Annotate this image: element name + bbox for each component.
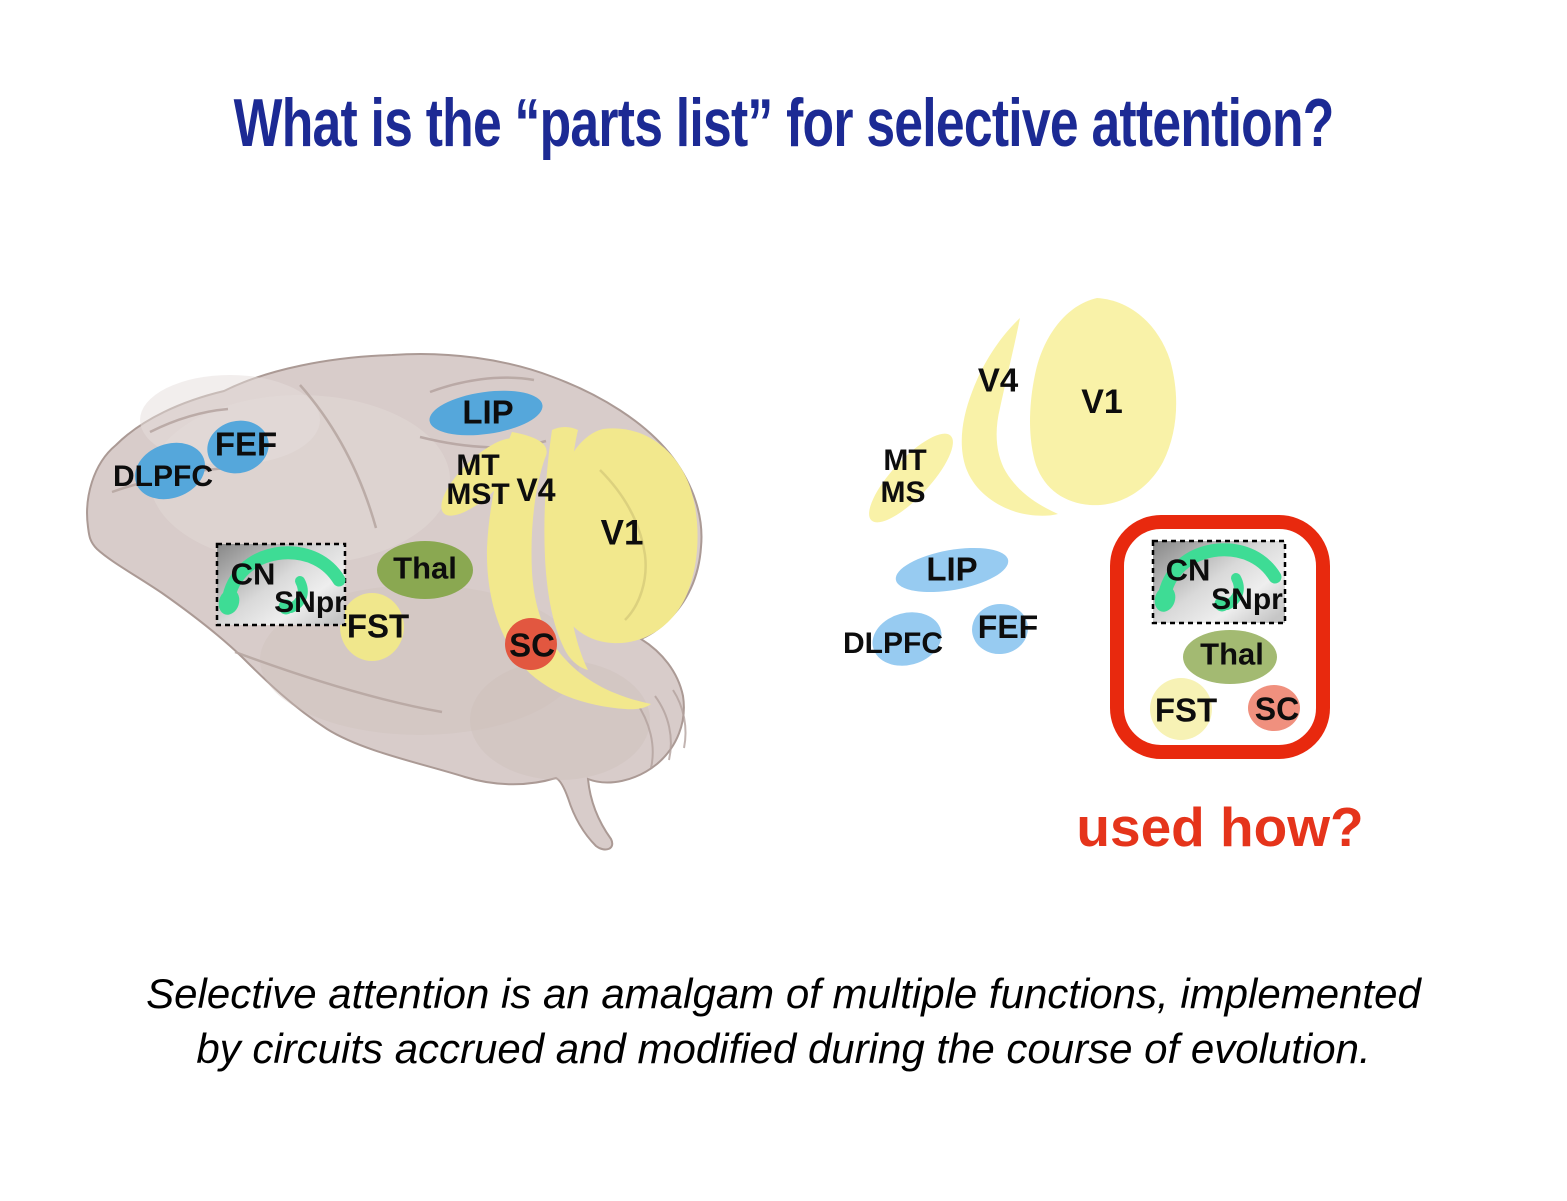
label-v4-left: V4 [516,472,556,508]
label-dlpfc-right: DLPFC [843,627,943,660]
snpr-shape-right [1214,573,1244,612]
region-thal-right [1183,630,1277,684]
caption: Selective attention is an amalgam of mul… [0,966,1567,1076]
label-fef-right: FEF [977,609,1039,645]
label-mt-left: MT [456,449,500,482]
label-sc-right: SC [1254,691,1300,727]
caption-line-2: by circuits accrued and modified during … [196,1025,1371,1072]
region-fst-right [1150,678,1212,740]
region-lip-left [429,390,543,436]
slide-title-text: What is the “parts list” for selective a… [233,85,1335,161]
region-v1-left [549,428,698,644]
region-dlpfc-right [872,612,942,666]
region-sc-right [1248,685,1300,731]
brain-lateral-view [86,352,703,851]
label-sc-left: SC [509,626,555,664]
region-fst-left [340,593,404,661]
label-cn-right: CN [1165,552,1211,588]
snpr-shape-left [278,576,308,615]
label-v1-left: V1 [600,513,644,553]
region-sc-left [505,618,557,670]
red-highlight-box [1110,515,1330,759]
label-thal-left: Thal [393,550,457,586]
region-mt-ms-right [869,433,953,523]
used-how-question: used how? [1076,796,1364,858]
cn-shape-right [1154,543,1282,612]
region-v1-right [1030,298,1177,506]
v1-inner-sulcus [599,469,647,621]
label-v4-right: V4 [977,361,1019,399]
region-fef-left [207,420,269,474]
label-lip-left: LIP [462,393,514,431]
label-cn-left: CN [230,556,276,592]
label-fst-right: FST [1154,691,1218,729]
region-fef-right [972,603,1028,655]
label-fef-left: FEF [214,425,278,463]
label-lip-right: LIP [926,550,978,588]
cn-shape-left [218,546,346,615]
slide-title: What is the “parts list” for selective a… [0,84,1567,162]
label-mst-left: MST [446,478,510,511]
label-fst-left: FST [346,607,410,645]
label-v1-right: V1 [1081,383,1123,421]
caption-line-1: Selective attention is an amalgam of mul… [146,970,1421,1017]
region-thal-left [377,541,473,599]
cortex-highlight [140,375,320,465]
label-dlpfc-left: DLPFC [113,460,213,493]
parts-list-diagram [869,298,1330,759]
label-snpr-left: SNpr [274,586,346,619]
label-ms-right: MS [880,476,926,509]
label-snpr-right: SNpr [1211,583,1283,616]
label-mt-right: MT [883,444,927,477]
region-lip-right [895,547,1009,593]
region-v4-right [961,318,1058,516]
region-mt-mst-left [441,438,521,516]
label-thal-right: Thal [1200,636,1264,672]
region-dlpfc-left [134,442,206,500]
